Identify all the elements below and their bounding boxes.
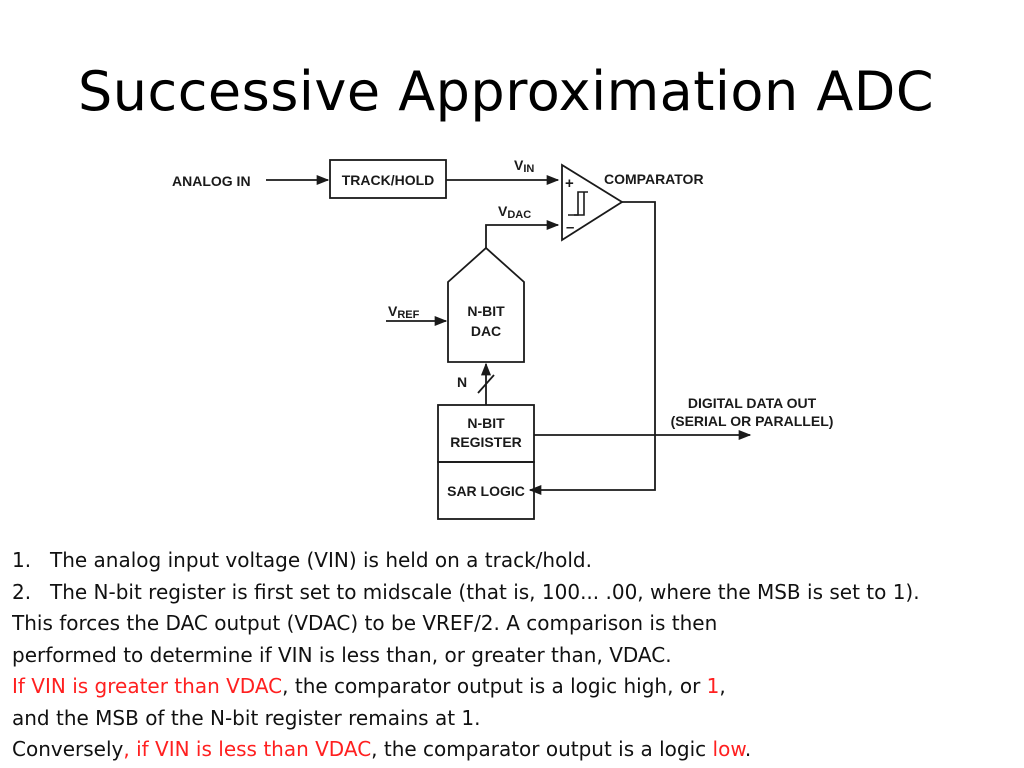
minus-sign: – [566,219,574,236]
list-number: 2. [12,579,32,604]
comparator-feedback-wire [528,201,656,496]
bus-slash [477,374,495,394]
list-number: 1. [12,548,32,572]
vref-label: VREF [388,303,420,321]
track-hold-label: TRACK/HOLD [342,172,435,188]
sar-logic-label: SAR LOGIC [447,483,525,499]
highlight-text: low [712,737,745,761]
vdac-label: VDAC [498,203,531,221]
plain-text: , the comparator output is a logic high,… [282,674,707,698]
register-label-line1: N-BIT [467,415,505,431]
digital-out-label-line1: DIGITAL DATA OUT [688,395,817,411]
vin-label: VIN [514,157,534,175]
highlight-text: 1 [706,674,720,698]
digital-out-label-line2: (SERIAL OR PARALLEL) [671,413,834,429]
vdac-wire [485,219,560,248]
plain-text: Conversely [12,737,124,761]
paragraph-line: and the MSB of the N-bit register remain… [12,705,481,730]
analog-in-label: ANALOG IN [172,173,251,189]
register-label-line2: REGISTER [450,434,522,450]
sar-adc-block-diagram: ANALOG IN TRACK/HOLD VIN VDAC + – COMPAR… [172,157,834,520]
hysteresis-icon [568,191,588,216]
highlight-text: If VIN is greater than VDAC [12,674,283,698]
dac-label-line2: DAC [471,323,501,339]
dac-block [447,246,525,363]
list-item-text: The analog input voltage (VIN) is held o… [50,548,592,572]
slide-title: Successive Approximation ADC [78,60,935,123]
plain-text: . [744,737,752,761]
sar-logic-box [437,461,535,520]
plus-sign: + [565,175,574,192]
plain-text: , [719,674,726,698]
list-item-1: 1. The analog input voltage (VIN) is held… [12,545,1024,577]
dac-label-line1: N-BIT [467,303,505,319]
plain-text: , the comparator output is a logic [371,737,713,761]
list-item-text: The N-bit register is first set to midsc… [50,579,920,604]
paragraph-line: If VIN is greater than VDAC, the compara… [12,671,1024,703]
track-hold-box [329,159,447,199]
paragraph-line: Conversely, if VIN is less than VDAC, th… [12,734,1024,766]
comparator-label: COMPARATOR [604,171,704,187]
comparator-symbol [561,163,624,242]
paragraph-line: performed to determine if VIN is less th… [12,642,672,667]
highlight-text: , if VIN is less than VDAC [123,737,372,761]
explanation-text: 1. The analog input voltage (VIN) is held… [12,545,1024,766]
paragraph-line: This forces the DAC output (VDAC) to be … [12,611,718,635]
list-item-2: 2. The N-bit register is first set to mid… [12,577,1024,609]
bus-width-label: N [457,374,467,390]
